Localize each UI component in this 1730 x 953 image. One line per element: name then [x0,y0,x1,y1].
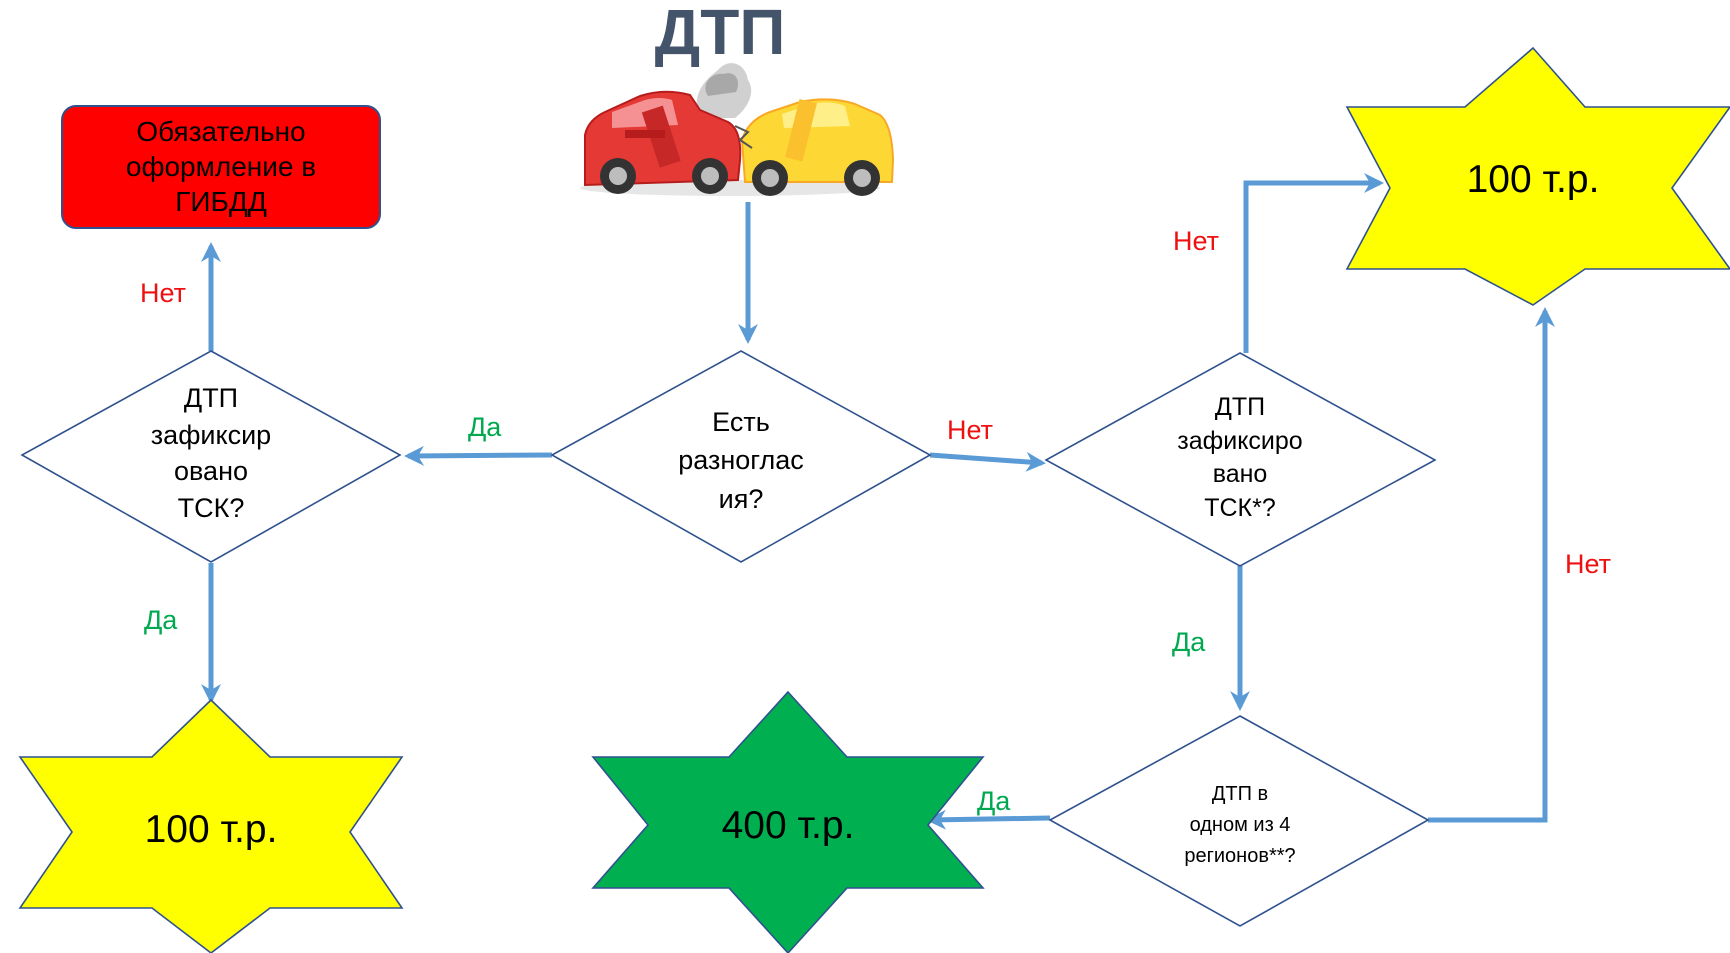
disagree-line-2: разноглас [678,445,804,476]
label-yes-right-tsk: Да [1172,627,1206,657]
star-top-right [1345,46,1730,306]
arrow-regions-to-green-star [926,809,1051,830]
regions-line-2: одном из 4 [1189,814,1291,836]
star-bottom-left [18,698,404,953]
disagree-line-1: Есть [712,407,770,437]
car-crash-illustration [580,63,895,196]
star-top-right-text: 100 т.р. [1466,158,1600,201]
left-tsk-line-3: овано [174,456,248,487]
star-green-text: 400 т.р. [721,804,855,847]
gibdd-text: Обязательно оформление в ГИБДД [125,116,317,217]
right-tsk-line-4: ТСК*? [1204,493,1276,522]
star-green [591,690,985,953]
left-tsk-line-2: зафиксир [150,419,272,450]
regions-line-3: регионов**? [1184,845,1296,867]
disagree-text: Есть разноглас ия? [641,403,841,518]
disagree-line-3: ия? [718,483,764,514]
label-yes-disagree: Да [468,412,502,442]
label-no-gibdd: Нет [140,278,186,308]
label-yes-regions: Да [977,786,1011,816]
decision-right-tsk [1044,352,1437,567]
right-tsk-text: ДТП зафиксиро вано ТСК*? [1140,391,1340,525]
diagram-title: ДТП [654,0,786,68]
left-tsk-line-1: ДТП [183,383,239,413]
star-bottom-left-text: 100 т.р. [144,808,278,851]
regions-line-1: ДТП в [1211,783,1269,805]
regions-text: ДТП в одном из 4 регионов**? [1140,779,1340,872]
right-tsk-line-3: вано [1212,460,1268,488]
label-no-disagree: Нет [947,415,993,445]
arrow-disagree-to-left-tsk [404,445,553,466]
label-no-regions: Нет [1565,549,1611,579]
arrow-right-tsk-to-top-star [1243,173,1384,353]
connectors [201,173,1555,830]
arrow-disagree-to-right-tsk [929,451,1046,472]
gibdd-box [61,105,381,229]
arrow-regions-to-top-star [1428,307,1555,823]
left-tsk-text: ДТП зафиксир овано ТСК? [111,380,311,527]
label-no-right-tsk: Нет [1173,226,1219,256]
right-tsk-line-2: зафиксиро [1177,426,1303,455]
label-yes-left-star: Да [144,605,178,635]
decision-disagree [550,350,932,563]
left-tsk-line-4: ТСК? [177,493,245,524]
right-tsk-line-1: ДТП [1214,393,1266,421]
decision-regions [1048,715,1430,927]
decision-left-tsk [20,350,402,563]
